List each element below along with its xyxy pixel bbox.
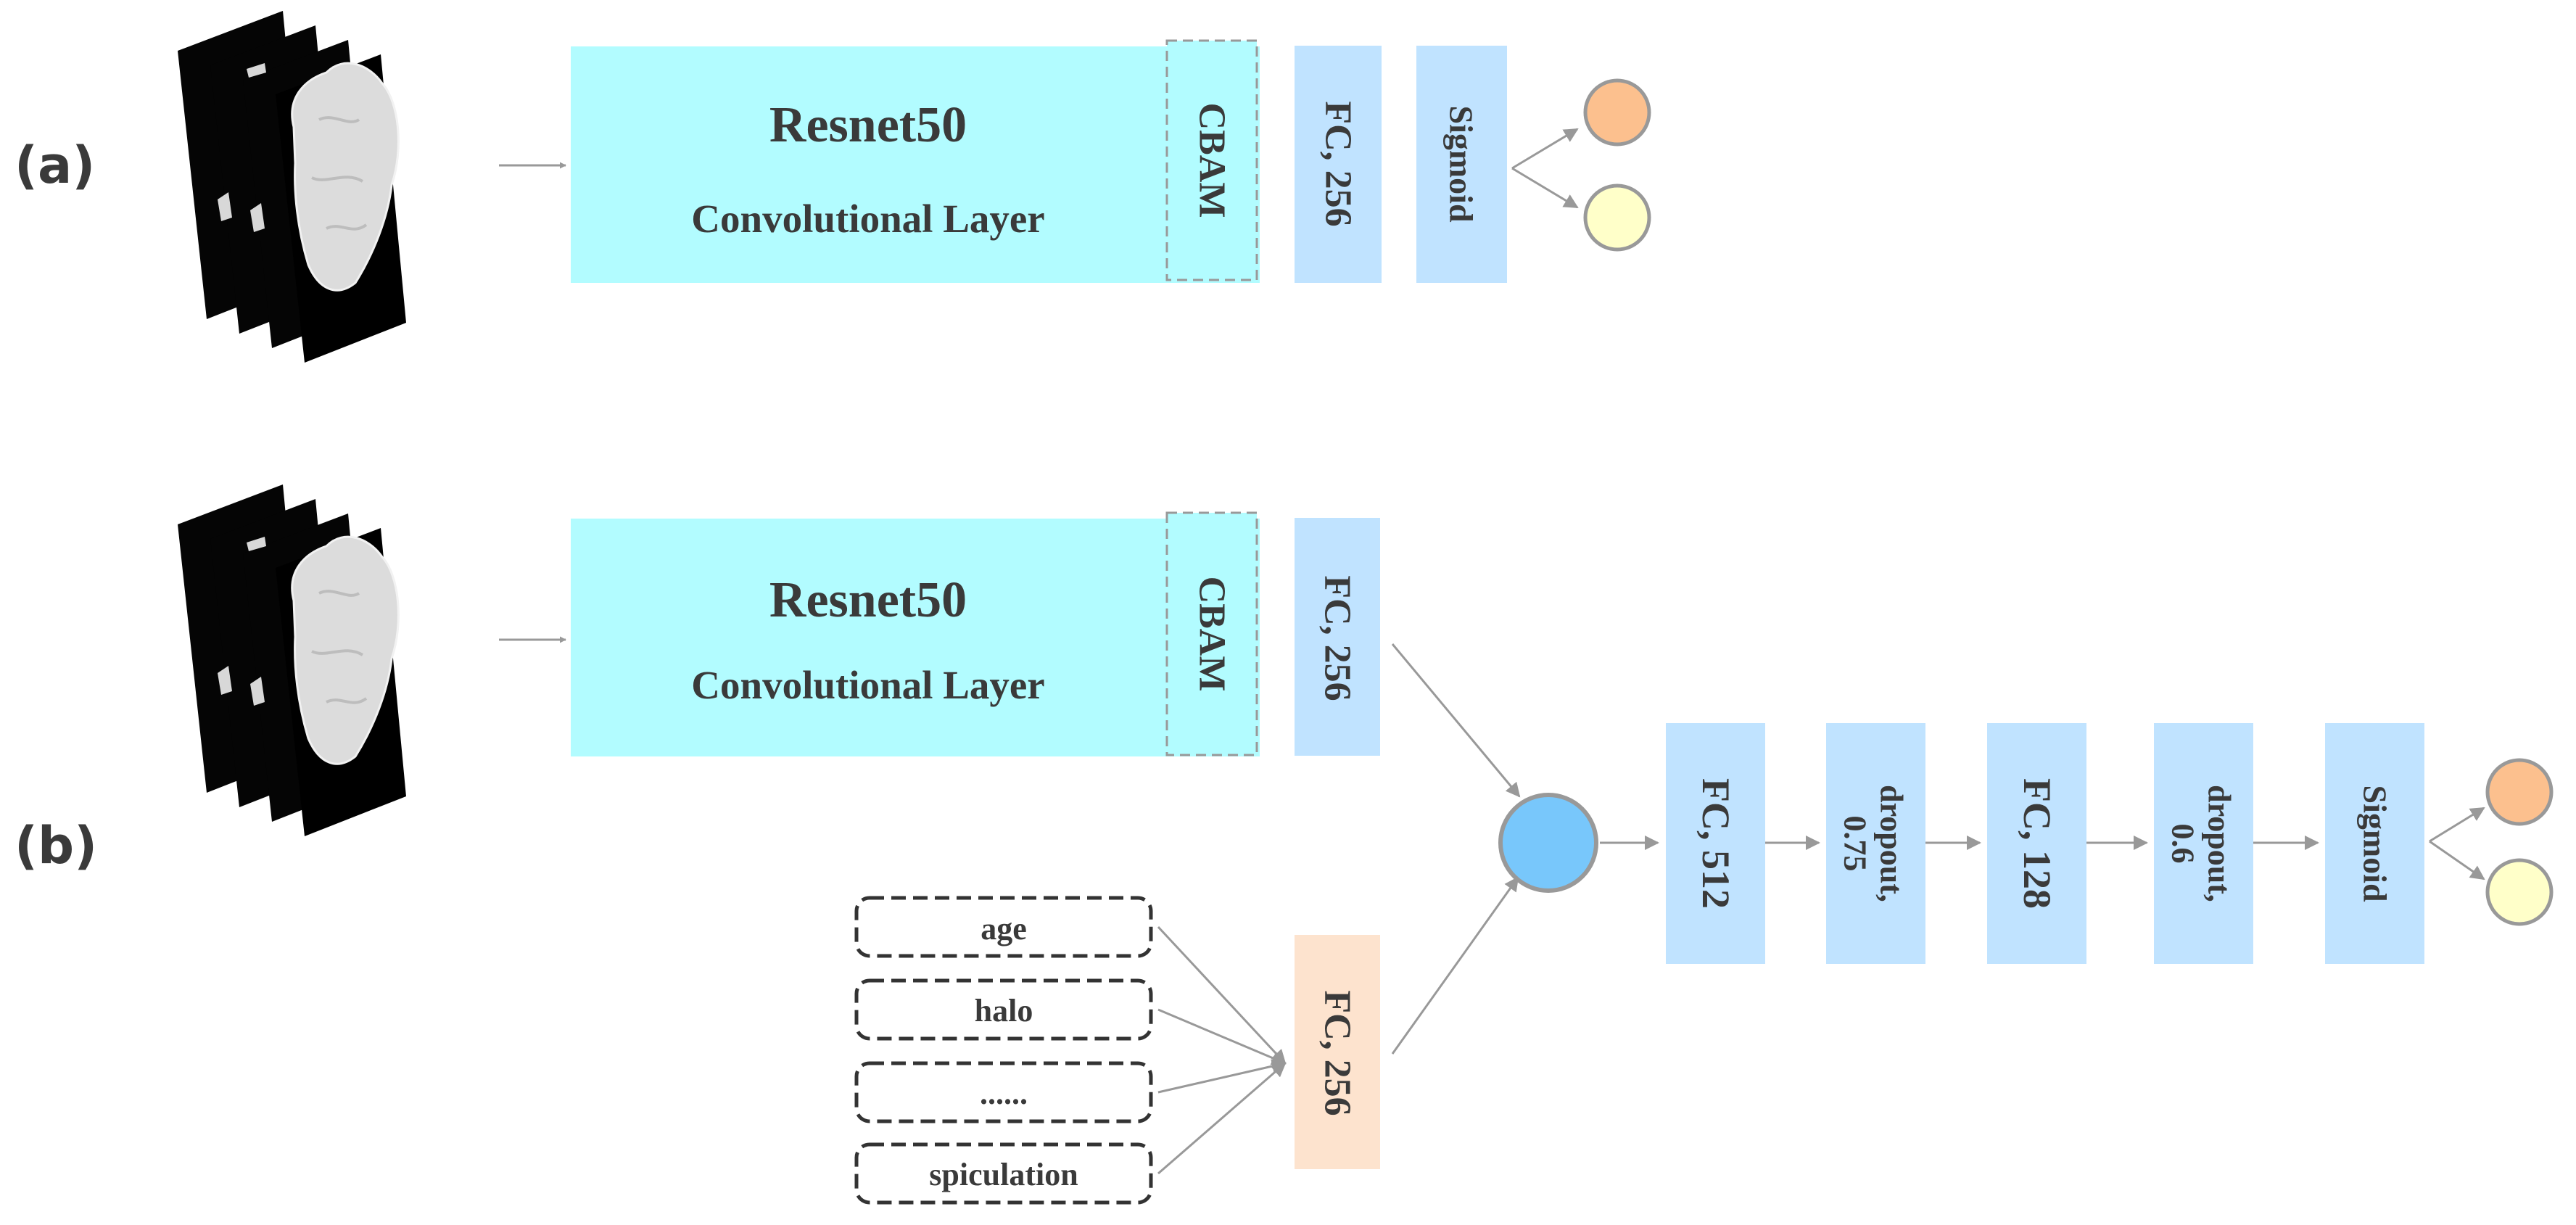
fc-256-box-a xyxy=(1295,46,1382,283)
image-fc-256-box-b xyxy=(1295,518,1380,756)
backbone-subtitle-a: Convolutional Layer xyxy=(691,197,1044,241)
clinical-feature-list: age halo ...... spiculation xyxy=(854,896,1153,1205)
fc-512-label: FC, 512 xyxy=(1694,778,1738,909)
backbone-title-a: Resnet50 xyxy=(769,97,967,153)
cbam-box-b xyxy=(1165,511,1258,756)
clinical-feature-age-label: age xyxy=(981,911,1027,946)
clinical-feature-spiculation-box xyxy=(854,1142,1153,1205)
backbone-box-b xyxy=(571,519,1260,756)
clinical-feature-ellipsis-box xyxy=(854,1061,1153,1123)
output-class2-node-b xyxy=(2485,858,2554,926)
cbam-box-a xyxy=(1165,39,1258,281)
clinical-feature-halo-label: halo xyxy=(975,993,1033,1028)
clinical-feature-age-box xyxy=(854,896,1153,958)
backbone-subtitle-b: Convolutional Layer xyxy=(691,663,1044,707)
dropout-06-box xyxy=(2154,723,2253,964)
ct-input-stack-a xyxy=(176,9,408,364)
arrow-ellipsis-to-clinical-fc xyxy=(1157,1059,1287,1094)
panel-a: (a) Resnet50 Convolutional Layer CBAM FC… xyxy=(15,9,1651,364)
sigmoid-label-a: Sigmoid xyxy=(1443,105,1480,222)
dropout-06-label-line1: dropout, xyxy=(2202,785,2237,902)
clinical-feature-ellipsis-label: ...... xyxy=(980,1076,1028,1111)
output-class1-node-b xyxy=(2485,758,2554,826)
arrow-clinical-fc-to-fusion xyxy=(1391,876,1519,1055)
arrow-sigmoid-to-class2-b xyxy=(2429,840,2485,880)
cbam-label-a: CBAM xyxy=(1192,103,1233,218)
clinical-fc-256-label-b: FC, 256 xyxy=(1317,990,1358,1115)
panel-b: (b) Resnet50 Convolutional Layer CBAM FC… xyxy=(15,483,2554,1205)
clinical-feature-halo-box xyxy=(854,978,1153,1041)
cbam-label-b: CBAM xyxy=(1192,577,1233,692)
panel-a-label: (a) xyxy=(15,136,95,195)
arrow-image-fc-to-fusion xyxy=(1391,643,1521,798)
dropout-075-label-line1: dropout, xyxy=(1874,785,1910,902)
arrow-sigmoid-to-class2-a xyxy=(1511,167,1579,209)
arrow-spiculation-to-clinical-fc xyxy=(1157,1062,1287,1175)
arrow-sigmoid-to-class1-b xyxy=(2429,807,2485,843)
fusion-node xyxy=(1498,793,1598,893)
dropout-075-box xyxy=(1826,723,1925,964)
backbone-title-b: Resnet50 xyxy=(769,572,967,628)
sigmoid-box-b xyxy=(2325,723,2424,964)
ct-input-stack-b xyxy=(176,483,408,838)
output-class1-node-a xyxy=(1583,78,1651,147)
arrow-sigmoid-to-class1-a xyxy=(1511,128,1579,170)
clinical-fc-256-box-b xyxy=(1295,935,1380,1169)
dropout-075-label-line2: 0.75 xyxy=(1838,816,1873,872)
fc-128-box xyxy=(1987,723,2086,964)
output-class2-node-a xyxy=(1583,183,1651,252)
backbone-box-a xyxy=(571,46,1260,283)
sigmoid-box-a xyxy=(1416,46,1507,283)
fc-512-box xyxy=(1666,723,1765,964)
sigmoid-label-b: Sigmoid xyxy=(2357,785,2394,902)
fc-256-label-a: FC, 256 xyxy=(1318,101,1359,226)
fc-128-label: FC, 128 xyxy=(2015,778,2059,909)
panel-b-label: (b) xyxy=(15,816,97,875)
arrow-halo-to-clinical-fc xyxy=(1157,1008,1287,1065)
clinical-feature-spiculation-label: spiculation xyxy=(929,1157,1078,1192)
arrow-age-to-clinical-fc xyxy=(1157,925,1287,1065)
image-fc-256-label-b: FC, 256 xyxy=(1317,575,1358,701)
dropout-06-label-line2: 0.6 xyxy=(2166,824,2201,864)
